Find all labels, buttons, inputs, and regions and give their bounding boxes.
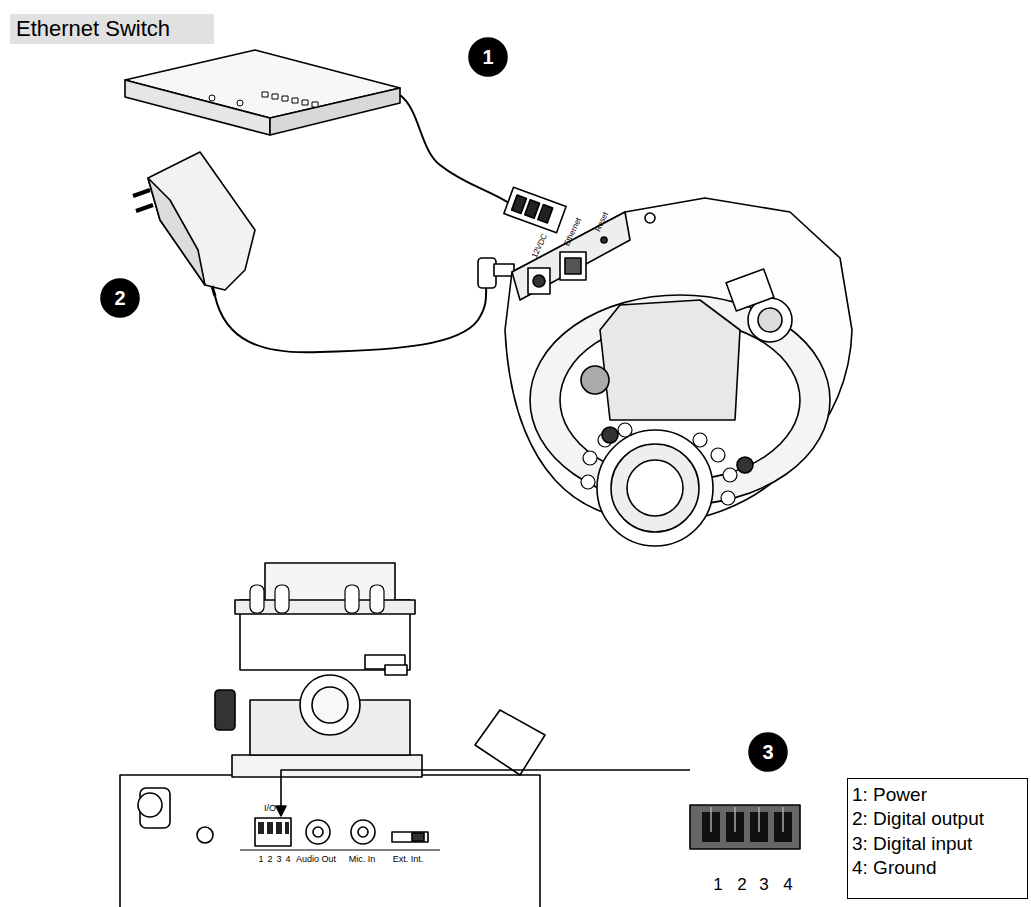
callout-number: 3 bbox=[762, 742, 773, 762]
camera-side-view bbox=[120, 563, 545, 907]
dc-plug bbox=[478, 258, 514, 288]
terminal-block bbox=[690, 805, 800, 849]
callout-number: 2 bbox=[114, 288, 125, 308]
callout-number: 1 bbox=[482, 47, 493, 67]
leader-line bbox=[276, 770, 690, 816]
pin-number: 1 bbox=[258, 855, 263, 864]
network-cable bbox=[400, 95, 512, 205]
port-label: Audio Out bbox=[296, 855, 336, 864]
port-label: Ext. Int. bbox=[393, 855, 424, 864]
pin-legend-box: 1: Power2: Digital output3: Digital inpu… bbox=[847, 778, 1028, 899]
pin-number: 3 bbox=[759, 876, 768, 893]
pin-description: 2: Digital output bbox=[852, 807, 1023, 831]
device-name: Ethernet Switch bbox=[16, 17, 208, 41]
pin-number: 4 bbox=[783, 876, 792, 893]
port-label: Mic. In bbox=[349, 855, 376, 864]
pin-number: 1 bbox=[713, 876, 722, 893]
pin-number: 3 bbox=[276, 855, 281, 864]
callout-circle bbox=[469, 38, 507, 76]
power-cable bbox=[215, 282, 486, 352]
ethernet-switch bbox=[125, 50, 400, 135]
dome-camera bbox=[505, 198, 852, 546]
power-adapter bbox=[133, 152, 255, 296]
pin-number: 4 bbox=[285, 855, 290, 864]
pin-number: 2 bbox=[737, 876, 746, 893]
device-label: Ethernet Switch bbox=[10, 14, 214, 44]
pin-description: 3: Digital input bbox=[852, 832, 1023, 856]
port-label: I/O bbox=[264, 804, 276, 813]
rj45-plug bbox=[504, 187, 566, 232]
callout-circle bbox=[749, 733, 787, 771]
pin-description: 1: Power bbox=[852, 783, 1023, 807]
pin-description: 4: Ground bbox=[852, 856, 1023, 880]
pin-number: 2 bbox=[267, 855, 272, 864]
callout-circle bbox=[101, 279, 139, 317]
